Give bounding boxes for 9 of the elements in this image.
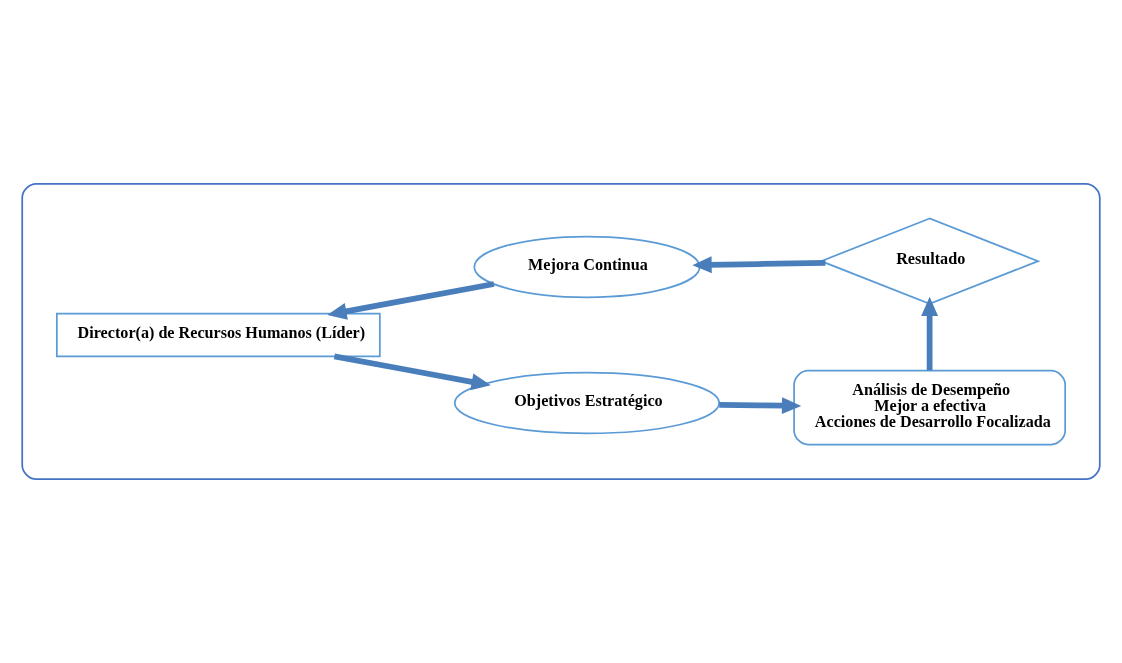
arrow <box>327 281 495 320</box>
arrow <box>692 256 826 274</box>
node-box: Análisis de Desempeño Mejor a efectiva Acciones de Desarrollo Focalizada <box>793 369 1067 446</box>
arrow <box>333 353 491 391</box>
cluster <box>21 182 1101 481</box>
node-ellipse: Mejora Continua <box>473 235 701 299</box>
arrow <box>719 397 802 415</box>
arrow <box>921 296 939 371</box>
node-box: Director(a) de Recursos Humanos (Líder) <box>55 312 381 358</box>
